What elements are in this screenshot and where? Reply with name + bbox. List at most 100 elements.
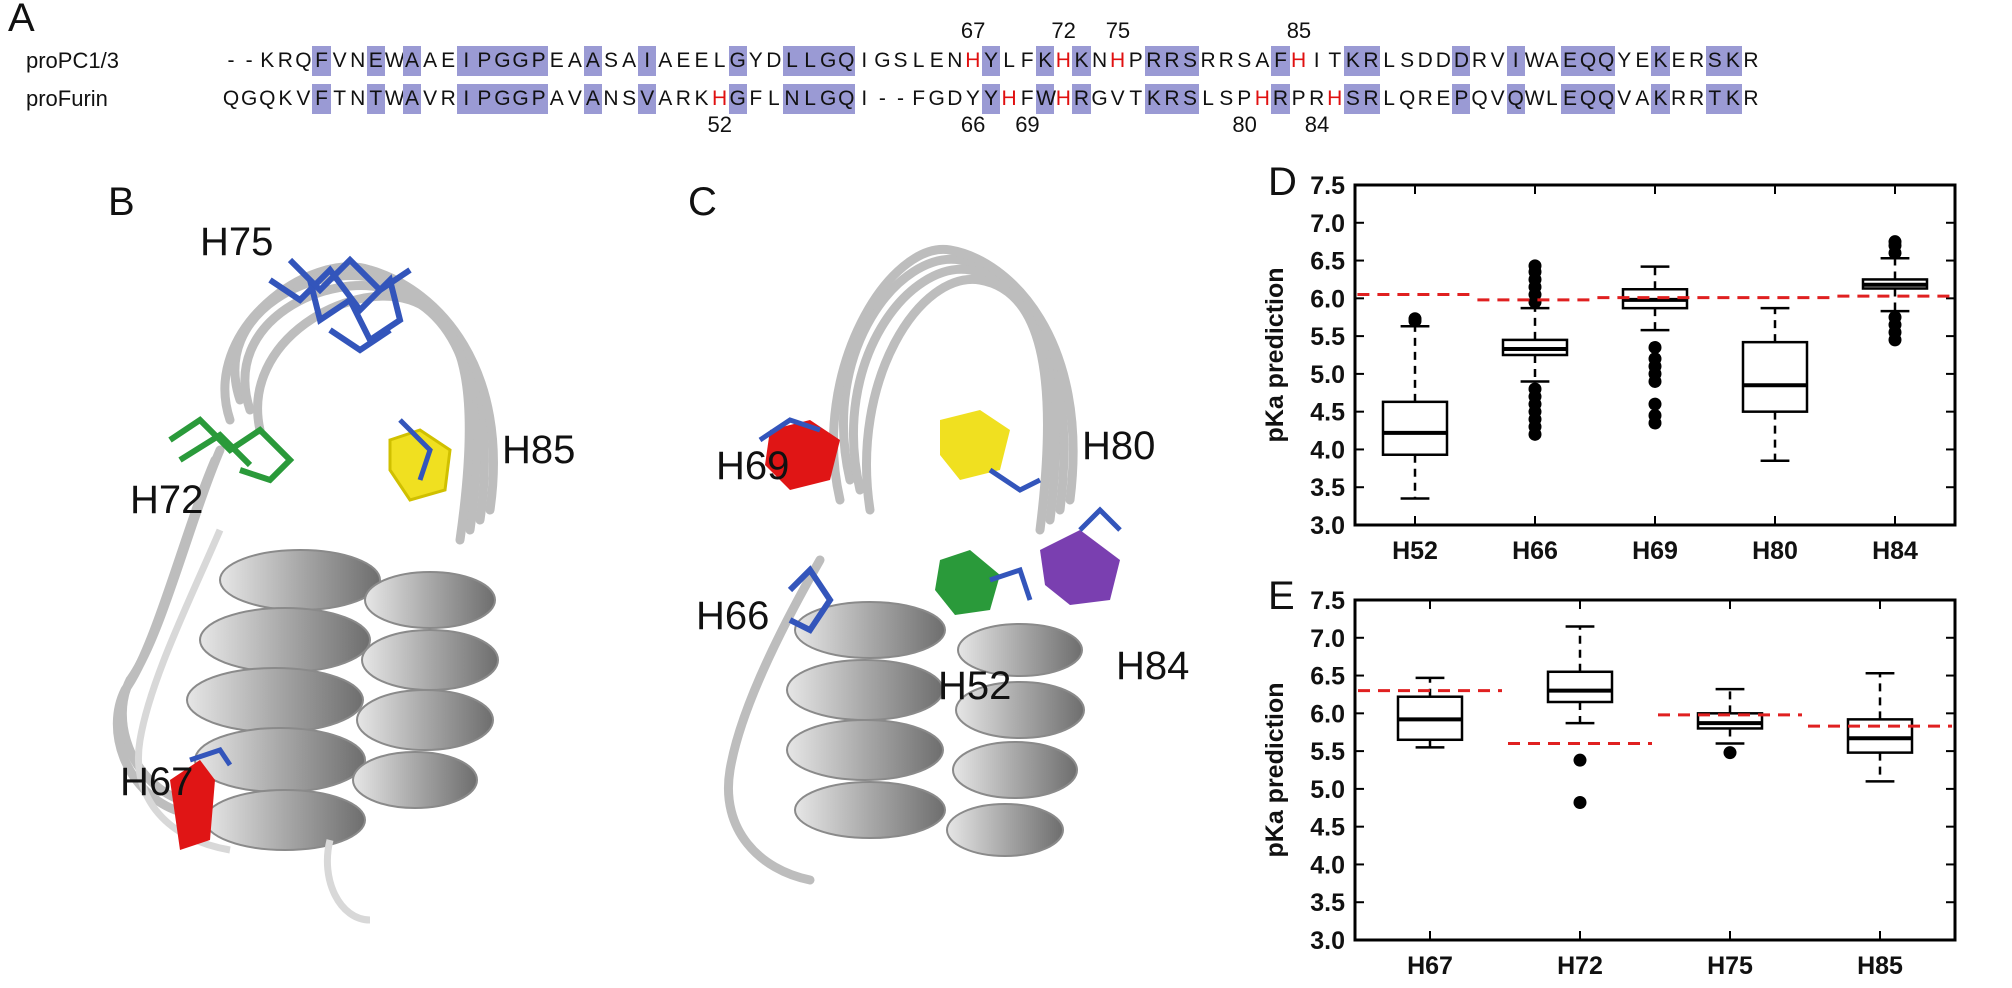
x-tick-label: H66: [1512, 537, 1558, 565]
residue: A: [622, 49, 637, 72]
residue: Q: [295, 49, 312, 72]
residue: V: [1490, 87, 1505, 110]
residue: Q: [837, 84, 856, 114]
residue: D: [1435, 49, 1451, 72]
residue: K: [260, 49, 275, 72]
residue: K: [1651, 46, 1670, 76]
residue: K: [1651, 84, 1670, 114]
residue: K: [1144, 84, 1163, 114]
outlier-point: [1648, 352, 1662, 366]
x-tick-label: H84: [1872, 537, 1918, 565]
residue: L: [1383, 87, 1395, 110]
residue: S: [604, 49, 619, 72]
panel-c-letter: C: [688, 180, 717, 224]
residue: L: [713, 49, 726, 72]
outlier-point: [1888, 310, 1902, 324]
protein-structure-propc13: [112, 255, 499, 924]
y-tick-label: 5.0: [1310, 361, 1345, 389]
residue: V: [423, 87, 438, 110]
residue: R: [675, 87, 691, 110]
residue: G: [728, 46, 747, 76]
residue: S: [1180, 84, 1200, 114]
residue: A: [583, 84, 602, 114]
residue: A: [658, 49, 673, 72]
y-tick-label: 6.5: [1310, 663, 1345, 691]
residue: E: [1560, 84, 1580, 114]
residue: K: [278, 87, 293, 110]
residue: F: [912, 87, 926, 110]
residue-number-bottom: 84: [1304, 112, 1330, 137]
residue: R: [1743, 87, 1759, 110]
residue: G: [1091, 87, 1108, 110]
residue: A: [583, 46, 602, 76]
residue: L: [782, 46, 801, 76]
residue: Y: [1617, 49, 1632, 72]
residue: Q: [837, 46, 856, 76]
residue: V: [1110, 87, 1125, 110]
residue: K: [694, 87, 709, 110]
outlier-point: [1648, 340, 1662, 354]
outlier-point: [1723, 746, 1737, 760]
panel-b-letter: B: [108, 180, 135, 224]
y-tick-label: 7.0: [1310, 210, 1345, 238]
residue: E: [1635, 49, 1650, 72]
x-tick-label: H72: [1557, 952, 1603, 980]
y-tick-label: 5.0: [1310, 776, 1345, 804]
x-tick-label: H80: [1752, 537, 1798, 565]
residue: E: [1560, 46, 1580, 76]
residue: W: [1036, 84, 1056, 114]
residue: Y: [981, 46, 1001, 76]
residue: R: [1471, 49, 1488, 72]
label-h84: H84: [1116, 644, 1190, 688]
residue: F: [1271, 46, 1290, 76]
residue: R: [1361, 84, 1380, 114]
residue: P: [1128, 49, 1143, 72]
y-tick-label: 4.5: [1310, 814, 1345, 842]
residue: T: [333, 87, 347, 110]
label-h66: H66: [696, 594, 770, 638]
panel-a-letter: A: [8, 0, 35, 40]
x-tick-label: H69: [1632, 537, 1678, 565]
residue: Q: [1579, 84, 1598, 114]
residue: F: [312, 84, 331, 114]
residue: E: [694, 49, 709, 72]
y-tick-label: 4.5: [1310, 399, 1345, 427]
residue: H: [1110, 49, 1126, 72]
residue: Y: [748, 49, 763, 72]
residue: A: [1635, 87, 1650, 110]
residue: G: [928, 87, 945, 110]
residue: K: [1343, 46, 1362, 76]
residue: L: [1383, 49, 1395, 72]
residue: R: [1144, 46, 1163, 76]
residue-number-top: 75: [1105, 18, 1131, 43]
y-tick-label: 4.0: [1310, 436, 1345, 464]
residue: I: [638, 46, 657, 76]
residue: Q: [1597, 84, 1616, 114]
residue: S: [1180, 46, 1200, 76]
outlier-point: [1648, 408, 1662, 422]
residue-number-bottom: 69: [1015, 112, 1040, 137]
y-tick-label: 5.5: [1310, 738, 1345, 766]
residue: A: [402, 46, 422, 76]
residue: T: [1705, 84, 1724, 114]
residue: G: [728, 84, 747, 114]
residue: N: [350, 87, 366, 110]
residue: H: [1254, 87, 1270, 110]
residue: V: [332, 49, 347, 72]
residue: K: [1072, 46, 1091, 76]
residue: P: [529, 84, 548, 114]
residue: E: [1436, 87, 1451, 110]
residue: L: [768, 87, 780, 110]
residue: E: [549, 49, 564, 72]
residue: R: [1162, 46, 1181, 76]
residue: -: [897, 87, 905, 110]
residue: S: [1219, 87, 1234, 110]
plot-frame: [1353, 598, 1957, 942]
residue: V: [567, 87, 582, 110]
x-tick-label: H75: [1707, 952, 1753, 980]
label-h85: H85: [502, 428, 576, 472]
residue: F: [312, 46, 331, 76]
residue: A: [423, 49, 438, 72]
residue: Q: [259, 87, 276, 110]
